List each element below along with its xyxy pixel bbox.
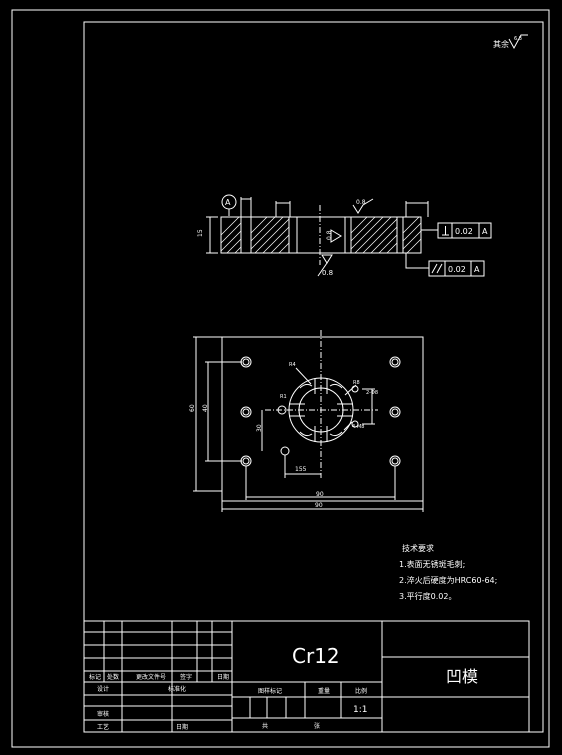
scale-value: 1:1	[353, 705, 367, 715]
pin-offset-dim: 155	[295, 466, 307, 473]
scale-header: 比例	[355, 687, 367, 695]
parallelism-datum: A	[474, 265, 480, 274]
parallelism-frame: 0.02 A	[405, 253, 485, 277]
callout-thread: 4-M8	[352, 424, 364, 430]
hole	[389, 356, 401, 368]
inner-frame	[83, 21, 544, 733]
perpendicularity-datum: A	[482, 227, 488, 236]
part-name: 凹模	[446, 667, 478, 686]
hatch-left	[221, 217, 241, 253]
section-view: A	[197, 194, 492, 277]
weight-header: 重量	[318, 687, 330, 695]
roughness-note-label: 其余	[493, 39, 509, 49]
pin-pitch-dim: 30	[256, 424, 263, 432]
row-label-count: 处数	[107, 673, 119, 681]
datum-label: A	[225, 198, 231, 207]
designer-label: 设计	[97, 685, 109, 693]
row-label-mark: 标记	[89, 673, 101, 681]
tech-requirements: 技术要求 1.表面无锈斑毛刺; 2.淬火后硬度为HRC60-64; 3.平行度0…	[399, 543, 497, 601]
plate-outline	[221, 336, 424, 502]
revision-grid: 标记 处数 更改文件号 签字 日期 设计 标准化 审核 工艺 日期	[84, 621, 233, 732]
roughness-note-value: 6.3	[514, 36, 522, 42]
side-roughness-icon	[330, 229, 342, 243]
hatch-mid-left	[251, 217, 289, 253]
row-label-change-doc: 更改文件号	[136, 673, 166, 681]
tech-requirement-item: 3.平行度0.02。	[399, 591, 456, 601]
pin-hole	[351, 420, 359, 428]
mark-header: 图样标记	[258, 687, 282, 695]
callout-pin: 2-Φ8	[366, 390, 378, 396]
hatch-right	[403, 217, 421, 253]
callout-r8: R8	[353, 380, 360, 386]
process-label: 工艺	[97, 723, 109, 731]
date-label: 日期	[176, 723, 188, 731]
row-label-sign: 签字	[180, 673, 192, 681]
height-dimension-text: 15	[197, 229, 204, 237]
pin-hole	[277, 405, 287, 415]
parallelism-icon	[431, 263, 443, 274]
perpendicularity-icon	[442, 226, 449, 236]
material-name: Cr12	[292, 644, 340, 668]
sheet-no-label: 张	[314, 722, 320, 730]
pin-hole	[280, 446, 290, 456]
sheet-total-label: 共	[262, 722, 268, 730]
callout-r1: R1	[280, 394, 287, 400]
die-opening	[288, 377, 354, 443]
title-block: 标记 处数 更改文件号 签字 日期 设计 标准化 审核 工艺 日期 Cr12 图…	[83, 620, 530, 733]
hole	[240, 406, 252, 418]
hole-pitch-width-dim: 90	[316, 491, 324, 498]
general-roughness-note: 其余 6.3	[493, 34, 528, 50]
perpendicularity-tolerance: 0.02	[455, 227, 473, 236]
pin-hole	[351, 385, 359, 393]
roughness-symbol-icon	[508, 34, 528, 50]
plate-width-dim: 90	[315, 502, 323, 509]
tech-requirements-title: 技术要求	[402, 543, 434, 553]
bottom-roughness-value: 0.8	[322, 269, 333, 277]
bottom-roughness-icon	[321, 254, 333, 264]
hole	[389, 406, 401, 418]
review-label: 审核	[97, 710, 109, 718]
standardization-label: 标准化	[168, 685, 186, 693]
parallelism-tolerance: 0.02	[448, 265, 466, 274]
side-roughness-value: 0.8	[326, 230, 333, 240]
top-roughness-value: 0.8	[356, 199, 366, 206]
row-label-date: 日期	[217, 673, 229, 681]
callout-r4: R4	[289, 362, 296, 368]
top-roughness-icon	[352, 198, 374, 214]
tech-requirement-item: 2.淬火后硬度为HRC60-64;	[399, 575, 497, 585]
hatch-mid-right	[351, 217, 397, 253]
tech-requirement-item: 1.表面无锈斑毛刺;	[399, 559, 465, 569]
perpendicularity-frame: 0.02 A	[421, 222, 492, 239]
hole-pitch-height-dim: 40	[202, 404, 209, 412]
plan-view: 60 40 30 155 90 90 R4 R1 R8 4-M8 2-Φ8	[189, 330, 424, 512]
plate-height-dim: 60	[189, 404, 196, 412]
outer-frame	[11, 9, 550, 748]
